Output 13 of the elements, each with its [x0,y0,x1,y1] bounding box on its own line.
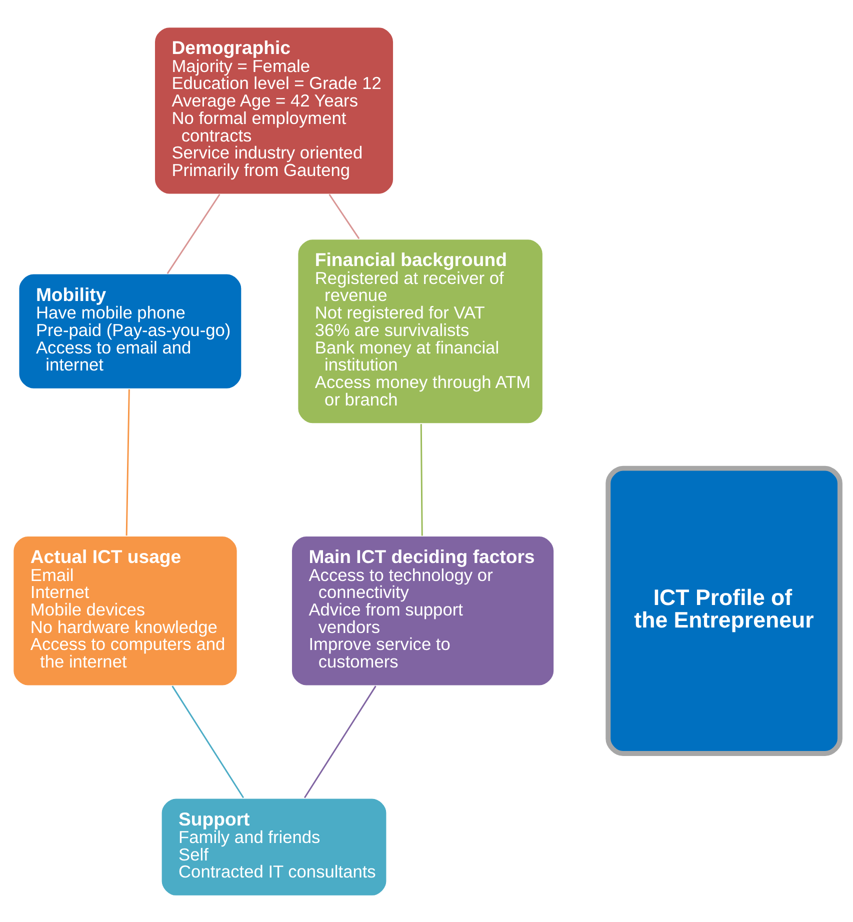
connector [172,685,244,798]
node-box: Actual ICT usage Email Internet Mobile devices No hardware knowledge Access to computers and the internet [12,534,238,686]
node-box: Demographic Majority = Female Education level = Grade 12 Average Age = 42 Years No formal employment contracts Service industry oriented Primarily from Gauteng [154,26,394,194]
connector [304,685,376,798]
connector [126,388,130,536]
node-box: Mobility Have mobile phone Pre-paid (Pay-as-you-go) Access to email and internet [18,272,242,390]
node-box: Support Family and friends Self Contracted IT consultants [160,796,388,896]
connector [166,193,220,274]
node-box: Main ICT deciding factors Access to technology or connectivity Advice from support vendors Improve service to customers [290,534,555,686]
node-box: ICT Profile of the Entrepreneur [606,465,842,756]
connector [328,193,360,239]
connector [420,424,423,536]
node-box: Financial background Registered at receiver of revenue Not registered for VAT 36% are survivalists Bank money at financial institution Access money through ATM or branch [296,238,544,424]
